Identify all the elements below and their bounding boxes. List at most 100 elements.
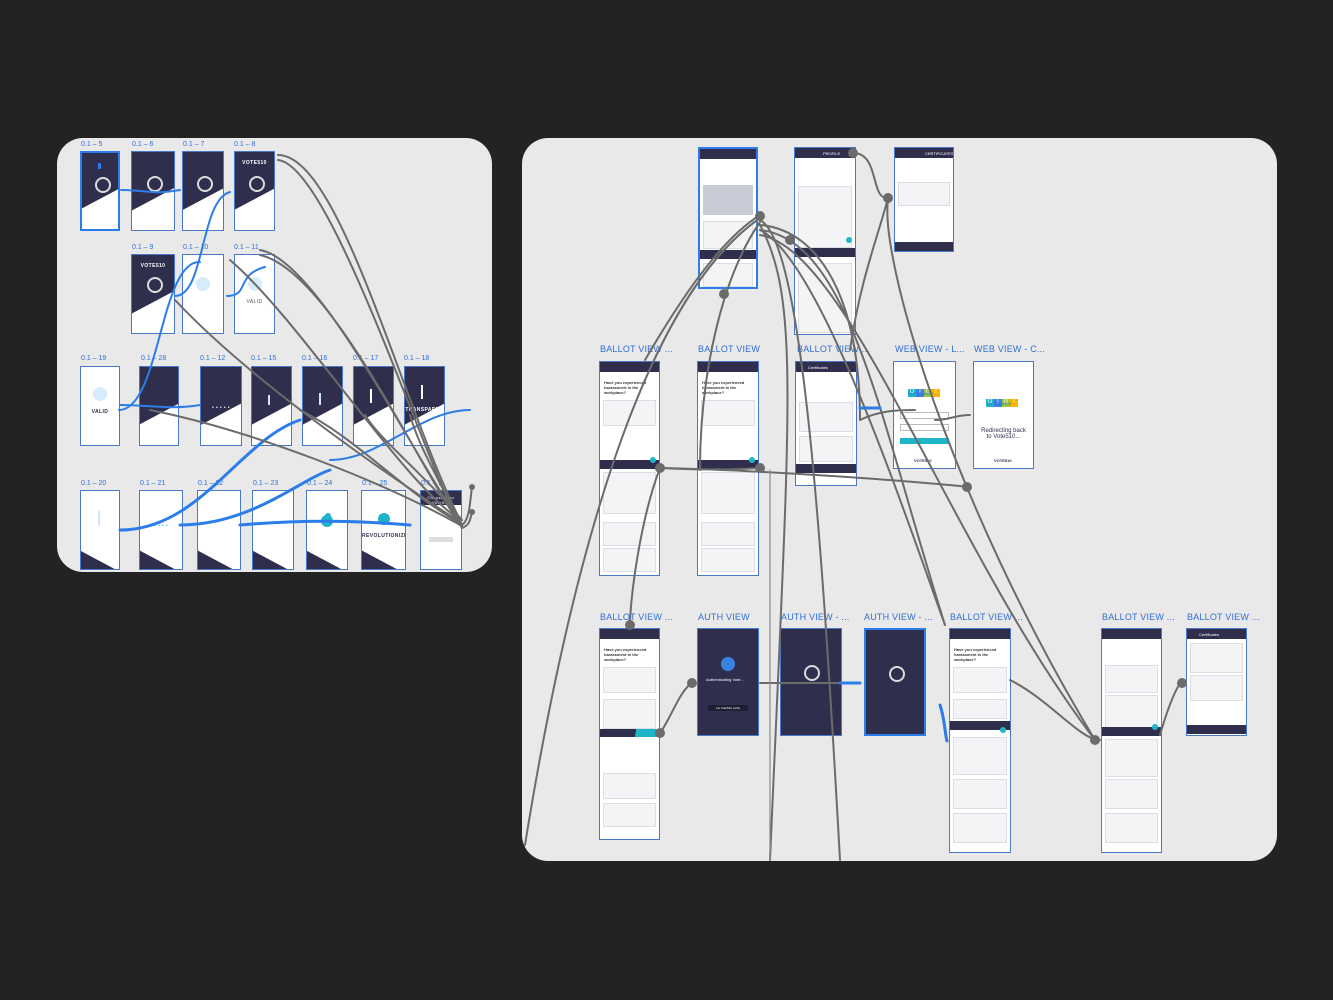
splash-frame[interactable]: VOTE510 <box>234 151 275 231</box>
feed-frame[interactable] <box>698 147 758 289</box>
frame-label[interactable]: 0.1 – 22 <box>198 480 224 487</box>
vote-options[interactable] <box>603 667 656 693</box>
certificate-card[interactable] <box>1190 643 1243 673</box>
valid-frame[interactable]: VALID <box>234 254 275 334</box>
splash-frame[interactable] <box>80 151 120 231</box>
frame-label[interactable]: 0.1 – 23 <box>253 480 279 487</box>
splash-frame[interactable] <box>139 366 179 446</box>
frame-label[interactable]: WEB VIEW - L... <box>895 344 965 354</box>
frame-label[interactable]: 0.1 – 24 <box>307 480 333 487</box>
loading-frame[interactable]: ∴ <box>252 490 294 570</box>
vote-options[interactable] <box>603 400 656 426</box>
frame-label[interactable]: AUTH VIEW <box>698 612 750 622</box>
transparent-frame[interactable]: TRANSPAREN <box>404 366 445 446</box>
frame-label[interactable]: BALLOT VIEW ... <box>797 344 870 354</box>
valid-frame[interactable] <box>182 254 224 334</box>
post-card[interactable] <box>953 779 1007 809</box>
splash-frame[interactable] <box>182 151 224 231</box>
loading-frame[interactable]: • • • • • <box>200 366 242 446</box>
frame-label[interactable]: 0.1 – 20 <box>81 480 107 487</box>
post-card[interactable] <box>701 522 755 546</box>
certificates-tab[interactable]: CERTIFICATES <box>925 151 954 156</box>
profile-card[interactable] <box>798 186 852 248</box>
frame-label[interactable]: BALLOT VIEW ... <box>1187 612 1260 622</box>
frame-label[interactable]: 0.1 – 10 <box>183 244 209 251</box>
frame-label[interactable]: 0.1 – 8 <box>234 141 256 148</box>
choose-frame[interactable]: Choose Your Vote510 <box>420 490 462 570</box>
auth-frame[interactable] <box>864 628 926 736</box>
post-card[interactable] <box>953 813 1007 843</box>
post-card[interactable] <box>603 548 656 572</box>
frame-label[interactable]: 0.1 – 15 <box>251 355 277 362</box>
password-field[interactable] <box>900 424 949 431</box>
frame-label[interactable]: 0.1 – 28 <box>141 355 167 362</box>
post-card[interactable] <box>1105 813 1158 843</box>
frame-label[interactable]: 0.1 – 5 <box>81 141 103 148</box>
answer-list[interactable] <box>953 737 1007 775</box>
frame-label[interactable]: 0.1 – 18 <box>404 355 430 362</box>
certificate-card[interactable] <box>1190 675 1243 701</box>
loading-frame[interactable] <box>306 490 348 570</box>
answer-list[interactable] <box>603 472 656 514</box>
revolutionize-frame[interactable]: REVOLUTIONIZE <box>361 490 406 570</box>
certificate-card[interactable] <box>799 402 853 432</box>
tab-switcher[interactable] <box>600 729 659 737</box>
frame-label[interactable]: BALLOT VIEW ... <box>600 344 673 354</box>
certificates-frame[interactable]: CERTIFICATES <box>894 147 954 252</box>
post-card[interactable] <box>603 803 656 827</box>
frame-label[interactable]: BALLOT VIEW ... <box>950 612 1023 622</box>
choose-button[interactable] <box>429 537 453 542</box>
vote-options[interactable] <box>953 667 1007 693</box>
brand-frame[interactable]: VOTE510 <box>131 254 175 334</box>
ballot-frame[interactable]: Have you experienced harassment in the w… <box>949 628 1011 853</box>
loading-frame[interactable]: • • • • <box>139 490 183 570</box>
splash-frame[interactable] <box>131 151 175 231</box>
login-button[interactable] <box>900 438 949 444</box>
chart-frame[interactable] <box>302 366 343 446</box>
ballot-frame[interactable]: Have you experienced harassment in the w… <box>599 628 660 840</box>
frame-label[interactable]: AUTH VIEW - ... <box>864 612 933 622</box>
loading-frame[interactable]: · ∴ · <box>197 490 241 570</box>
answer-list[interactable] <box>1105 739 1158 777</box>
transparent-frame[interactable]: TRANSPARENT <box>80 490 120 570</box>
ballot-frame[interactable] <box>1101 628 1162 853</box>
valid-frame[interactable]: VALID <box>80 366 120 446</box>
chart-frame[interactable] <box>251 366 292 446</box>
frame-label[interactable]: WEB VIEW - C... <box>974 344 1046 354</box>
certificate-card[interactable] <box>898 182 950 206</box>
vote-options[interactable] <box>1105 665 1158 693</box>
frame-label[interactable]: 0.1 – 16 <box>302 355 328 362</box>
frame-label[interactable]: 0.1 – 2 <box>421 480 443 487</box>
frame-label[interactable]: 0.1 – 12 <box>200 355 226 362</box>
vote-options[interactable] <box>701 400 755 426</box>
post-card[interactable] <box>703 263 753 287</box>
post-card[interactable] <box>603 773 656 799</box>
auth-frame[interactable]: Authenticating Vote... Let Vote510 verif… <box>697 628 759 736</box>
post-card[interactable] <box>703 221 753 249</box>
certificates-frame[interactable]: Certificates <box>1186 628 1247 736</box>
frame-label[interactable]: 0.1 – 7 <box>183 141 205 148</box>
certificate-card[interactable] <box>1105 695 1158 729</box>
username-field[interactable] <box>900 412 949 419</box>
post-card[interactable] <box>603 522 656 546</box>
frame-label[interactable]: 0.1 – 25 <box>362 480 388 487</box>
frame-label[interactable]: BALLOT VIEW <box>698 344 761 354</box>
frame-label[interactable]: 0.1 – 9 <box>132 244 154 251</box>
frame-label[interactable]: 0.1 – 19 <box>81 355 107 362</box>
post-card[interactable] <box>1105 779 1158 809</box>
verify-button[interactable]: Let Vote510 verify <box>708 705 748 711</box>
certificate-card[interactable] <box>799 436 853 462</box>
chart-frame[interactable] <box>353 366 394 446</box>
settings-list[interactable] <box>798 263 852 333</box>
profile-frame[interactable]: PROFILE <box>794 147 856 335</box>
post-card[interactable] <box>701 548 755 572</box>
frame-label[interactable]: 0.1 – 21 <box>140 480 166 487</box>
frame-label[interactable]: 0.1 – 17 <box>353 355 379 362</box>
answer-list[interactable] <box>953 699 1007 719</box>
profile-tab[interactable]: PROFILE <box>823 151 841 156</box>
answer-list[interactable] <box>603 699 656 729</box>
ballot-frame[interactable]: Have you experienced harassment in the w… <box>697 361 759 576</box>
frame-label[interactable]: BALLOT VIEW ... <box>600 612 673 622</box>
answer-list[interactable] <box>701 472 755 514</box>
frame-label[interactable]: 0.1 – 6 <box>132 141 154 148</box>
